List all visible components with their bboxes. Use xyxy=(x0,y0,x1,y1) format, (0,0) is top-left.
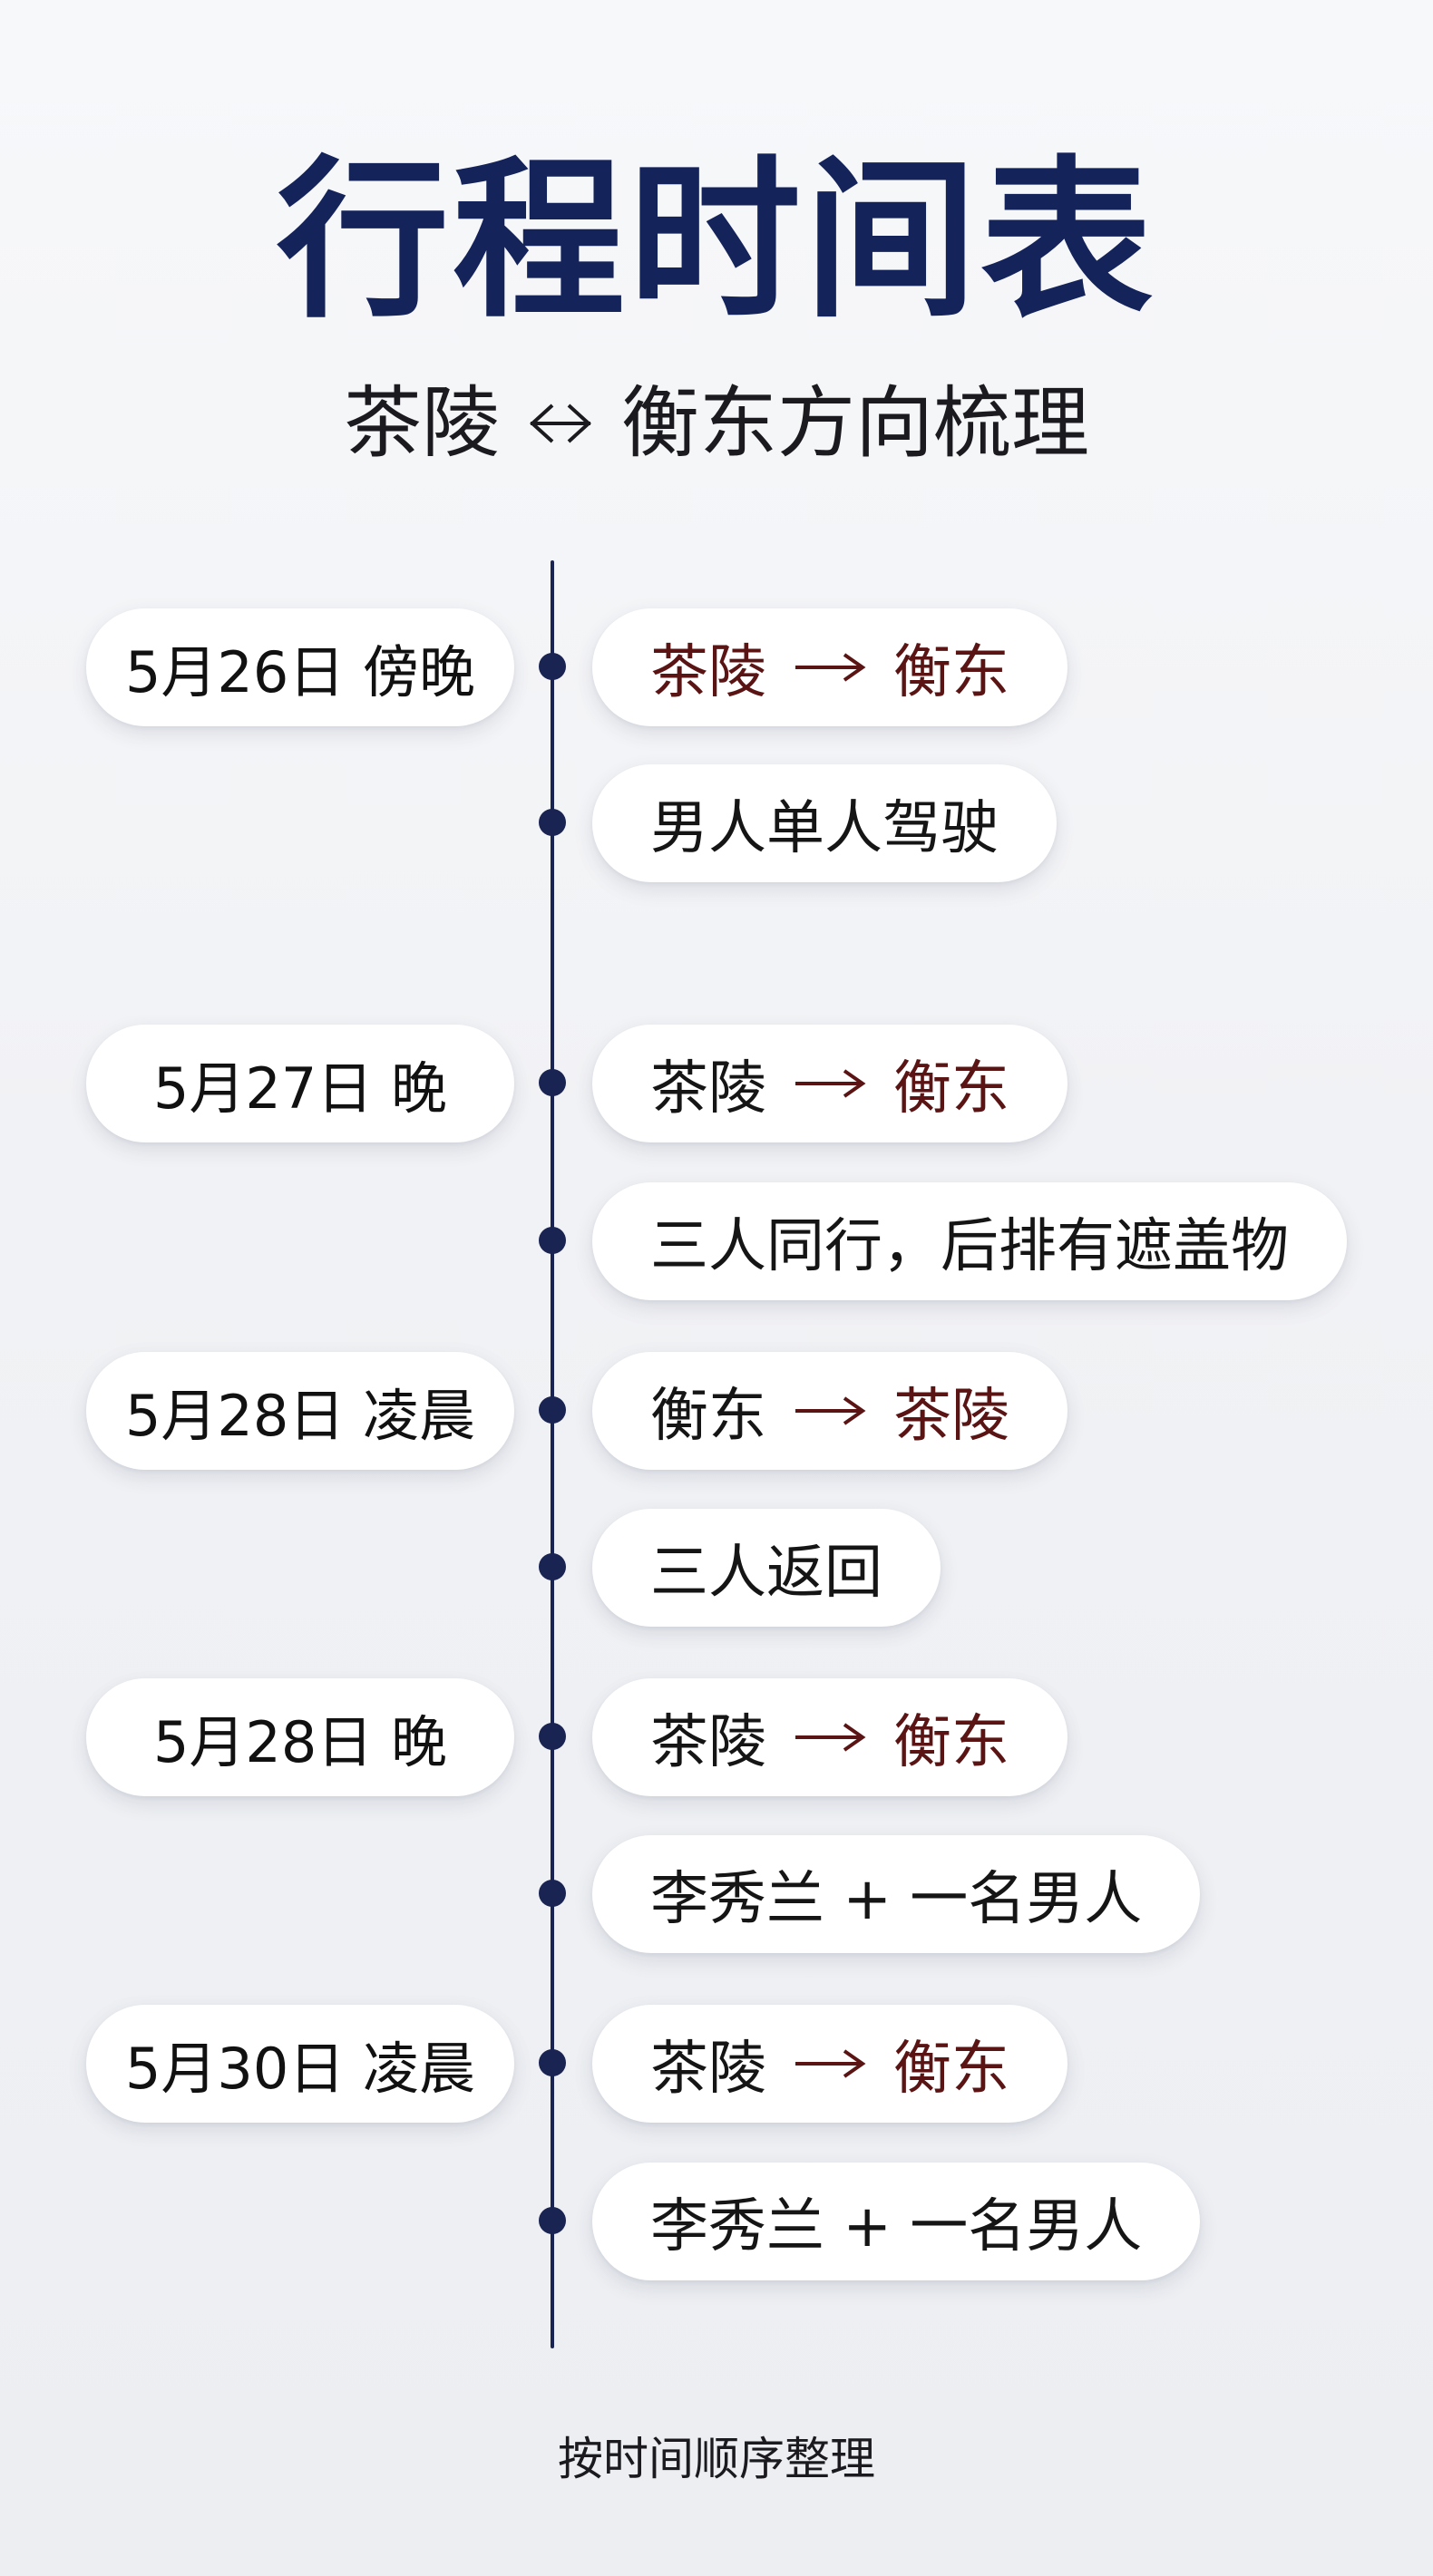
route-pill: 茶陵 衡东 xyxy=(592,2005,1067,2123)
date-pill: 5月28日 凌晨 xyxy=(86,1352,514,1470)
route-destination: 茶陵 xyxy=(893,1383,1009,1450)
route-destination: 衡东 xyxy=(893,2036,1009,2103)
date-label: 5月30日 凌晨 xyxy=(124,2036,476,2102)
note-text: 李秀兰 + 一名男人 xyxy=(650,1866,1143,1933)
date-pill: 5月30日 凌晨 xyxy=(86,2005,514,2123)
subtitle-destination: 衡东方向梳理 xyxy=(621,378,1089,469)
route-pill: 茶陵 衡东 xyxy=(592,1025,1067,1142)
route-destination: 衡东 xyxy=(893,1709,1009,1776)
right-arrow-icon xyxy=(794,2046,866,2082)
date-label: 5月27日 晚 xyxy=(152,1055,448,1122)
subtitle-origin: 茶陵 xyxy=(344,378,500,469)
date-pill: 5月28日 晚 xyxy=(86,1678,514,1796)
date-label: 5月28日 晚 xyxy=(152,1709,448,1775)
timeline-dot xyxy=(539,1227,566,1254)
note-pill: 李秀兰 + 一名男人 xyxy=(592,2163,1201,2280)
timeline-dot xyxy=(539,1723,566,1750)
bidirectional-arrow-icon xyxy=(527,398,594,449)
route-origin: 衡东 xyxy=(650,1383,766,1450)
route-origin: 茶陵 xyxy=(650,639,766,706)
date-label: 5月28日 凌晨 xyxy=(124,1383,476,1449)
route-destination: 衡东 xyxy=(893,639,1009,706)
subtitle: 茶陵 衡东方向梳理 xyxy=(0,374,1433,473)
note-text: 三人同行，后排有遮盖物 xyxy=(650,1213,1289,1280)
timeline-dot xyxy=(539,1069,566,1096)
date-pill: 5月27日 晚 xyxy=(86,1025,514,1142)
route-pill: 茶陵 衡东 xyxy=(592,608,1067,726)
timeline-dot xyxy=(539,809,566,836)
right-arrow-icon xyxy=(794,649,866,685)
route-origin: 茶陵 xyxy=(650,1055,766,1123)
timeline-dot xyxy=(539,653,566,680)
timeline-dot xyxy=(539,1396,566,1424)
route-destination: 衡东 xyxy=(893,1055,1009,1123)
route-origin: 茶陵 xyxy=(650,1709,766,1776)
note-pill: 三人返回 xyxy=(592,1509,941,1627)
page-title: 行程时间表 xyxy=(276,139,1156,341)
timeline-dot xyxy=(539,1880,566,1907)
note-text: 李秀兰 + 一名男人 xyxy=(650,2193,1143,2260)
route-origin: 茶陵 xyxy=(650,2036,766,2103)
route-pill: 衡东 茶陵 xyxy=(592,1352,1067,1470)
timeline-dot xyxy=(539,1553,566,1580)
footer-note: 按时间顺序整理 xyxy=(558,2433,875,2485)
note-pill: 男人单人驾驶 xyxy=(592,764,1057,882)
note-text: 三人返回 xyxy=(650,1540,882,1607)
right-arrow-icon xyxy=(794,1065,866,1102)
note-text: 男人单人驾驶 xyxy=(650,795,999,862)
right-arrow-icon xyxy=(794,1393,866,1429)
timeline-dot xyxy=(539,2049,566,2076)
route-pill: 茶陵 衡东 xyxy=(592,1678,1067,1796)
note-pill: 三人同行，后排有遮盖物 xyxy=(592,1182,1347,1300)
timeline-dot xyxy=(539,2207,566,2234)
right-arrow-icon xyxy=(794,1719,866,1755)
note-pill: 李秀兰 + 一名男人 xyxy=(592,1835,1201,1953)
timeline-axis xyxy=(551,560,554,2348)
date-label: 5月26日 傍晚 xyxy=(124,639,476,705)
date-pill: 5月26日 傍晚 xyxy=(86,608,514,726)
